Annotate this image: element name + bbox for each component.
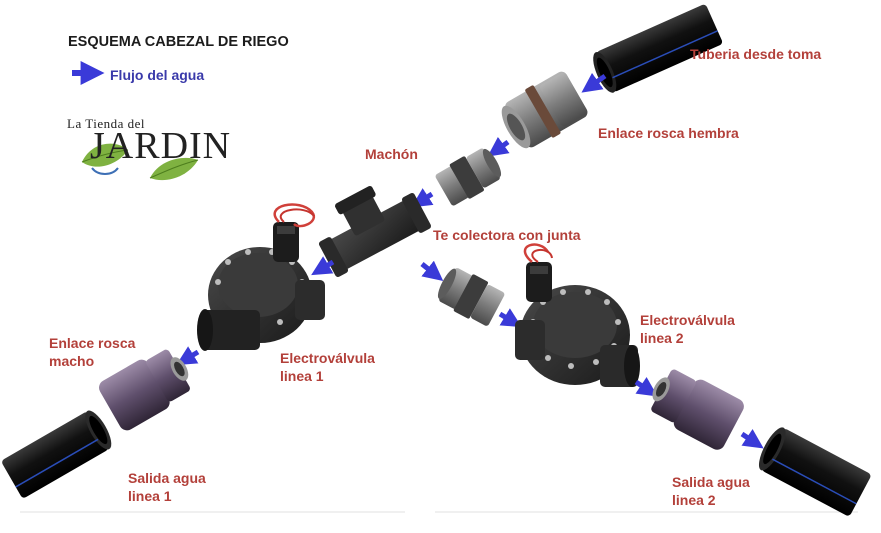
flow-arrow (740, 429, 764, 449)
solenoid-valve-2 (515, 243, 640, 387)
nipple-fitting-bottom (437, 268, 505, 326)
legend-label: Flujo del agua (110, 67, 205, 83)
flow-arrow (581, 72, 607, 93)
label-female-union: Enlace rosca hembra (598, 125, 739, 141)
outlet-pipe-2 (758, 427, 871, 516)
flow-arrow (498, 308, 522, 328)
label-outlet-2-line2: linea 2 (672, 492, 716, 508)
flow-arrow (634, 377, 658, 397)
flow-arrow (311, 256, 335, 276)
label-valve-1-line1: Electroválvula (280, 350, 375, 366)
label-outlet-1-line2: linea 1 (128, 488, 172, 504)
label-male-union-line2: macho (49, 353, 95, 369)
label-valve-2-line2: linea 2 (640, 330, 684, 346)
male-thread-union (99, 349, 190, 431)
label-nipple: Machón (365, 146, 418, 162)
flow-arrow (487, 136, 510, 157)
female-thread-union (501, 71, 588, 149)
logo-leaves (81, 143, 199, 181)
nipple-fitting-top (435, 148, 502, 206)
flow-arrow (411, 188, 434, 208)
label-intake-pipe: Tuberia desde toma (690, 46, 822, 62)
solenoid-valve-1 (197, 203, 325, 351)
label-outlet-2-line1: Salida agua (672, 474, 750, 490)
logo-top-text: La Tienda del (67, 116, 145, 131)
page-title: ESQUEMA CABEZAL DE RIEGO (68, 34, 289, 50)
label-outlet-1-line1: Salida agua (128, 470, 206, 486)
label-valve-1-line2: linea 1 (280, 368, 324, 384)
intake-pipe (593, 4, 723, 93)
label-male-union-line1: Enlace rosca (49, 335, 136, 351)
label-collector-tee: Te colectora con junta (433, 227, 581, 243)
collector-tee (318, 186, 432, 277)
label-valve-2-line1: Electroválvula (640, 312, 735, 328)
logo-main-text: JARDIN (90, 125, 232, 167)
male-thread-union-2 (651, 369, 744, 450)
outlet-pipe-1 (2, 410, 112, 498)
flow-arrow (420, 260, 444, 281)
flow-arrow (176, 346, 200, 366)
